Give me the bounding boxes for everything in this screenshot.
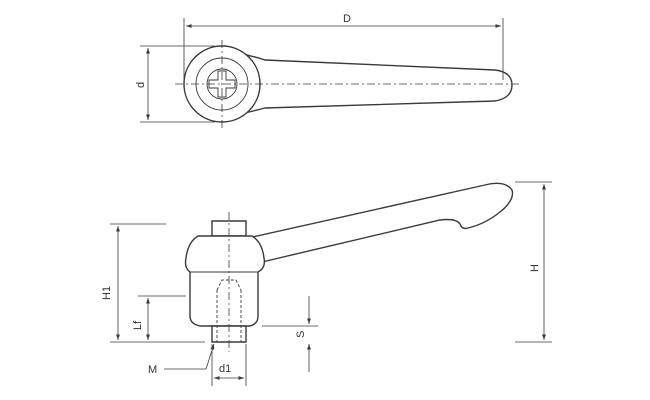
label-d1: d1 bbox=[219, 363, 231, 375]
stud-hidden-tip bbox=[216, 279, 242, 291]
top-view: D d bbox=[135, 13, 520, 128]
side-lever-arm bbox=[246, 182, 514, 263]
label-Lf: Lf bbox=[132, 320, 144, 330]
label-M: M bbox=[148, 364, 157, 376]
side-threaded-stud bbox=[211, 325, 247, 343]
side-hub-body bbox=[184, 235, 266, 327]
side-view: H H1 Lf S d1 M bbox=[101, 181, 552, 386]
label-H: H bbox=[529, 264, 541, 272]
top-cross-recess bbox=[208, 70, 236, 98]
label-H1: H1 bbox=[101, 286, 113, 300]
label-D: D bbox=[343, 13, 351, 25]
label-d: d bbox=[135, 82, 147, 88]
M-leader-arrow bbox=[205, 343, 215, 370]
label-S: S bbox=[295, 331, 307, 338]
